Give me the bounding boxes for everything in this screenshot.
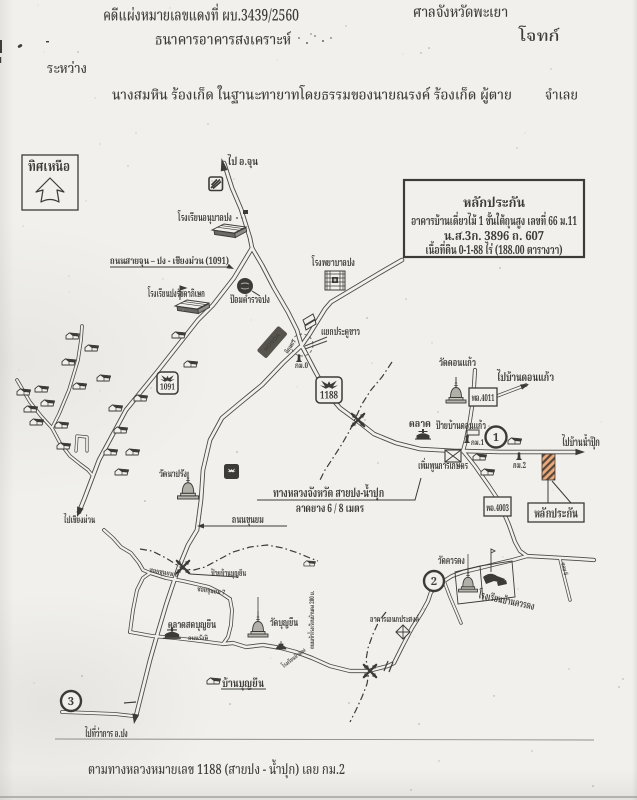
svg-text:จำเลย: จำเลย (545, 85, 578, 108)
svg-text:ซอยขุนยม 7: ซอยขุนยม 7 (196, 584, 225, 599)
svg-text:1: 1 (493, 429, 499, 447)
svg-text:ไป อ.จุน: ไป อ.จุน (228, 154, 259, 171)
svg-text:แยกประตูขาว: แยกประตูขาว (321, 324, 360, 341)
svg-text:3: 3 (68, 693, 74, 711)
svg-text:หลักประกัน: หลักประกัน (534, 506, 579, 525)
svg-text:วัดควรดง: วัดควรดง (438, 553, 465, 570)
svg-text:ซอย 6: ซอย 6 (557, 562, 569, 577)
svg-text:วัดบุญยืน: วัดบุญยืน (270, 615, 299, 632)
svg-text:ถนนสายจุน – ปง - เชียงม่วน (10: ถนนสายจุน – ปง - เชียงม่วน (1091) (110, 254, 229, 270)
svg-text:ทางหลวงจังหวัด สายปง-น้ำปุก: ทางหลวงจังหวัด สายปง-น้ำปุก (273, 483, 384, 504)
svg-text:ซอยขุนยม 6: ซอยขุนยม 6 (148, 565, 179, 581)
svg-text:ถนนขุนยม: ถนนขุนยม (232, 512, 264, 529)
svg-text:พอ.4011: พอ.4011 (472, 392, 495, 407)
svg-text:ศาลจังหวัดพะเยา: ศาลจังหวัดพะเยา (413, 2, 508, 26)
svg-text:ระหว่าง: ระหว่าง (47, 58, 87, 81)
svg-text:โรงพยาบาลปง: โรงพยาบาลปง (312, 255, 355, 272)
svg-text:ตึกแถว: ตึกแถว (283, 338, 299, 356)
svg-text:กม.2: กม.2 (513, 459, 526, 473)
svg-text:กม.1: กม.1 (471, 437, 484, 450)
svg-text:ไปที่ว่าการ อ.ปง: ไปที่ว่าการ อ.ปง (84, 725, 128, 743)
svg-text:วัดนาปรัง: วัดนาปรัง (159, 467, 187, 483)
svg-text:2: 2 (431, 573, 437, 591)
svg-text:ไปบ้านดอนแก้ว: ไปบ้านดอนแก้ว (496, 368, 554, 388)
svg-text:บ้านบุญยืน: บ้านบุญยืน (222, 676, 265, 694)
svg-text:อาคารเอนกประสงค์: อาคารเอนกประสงค์ (370, 612, 420, 627)
svg-text:น.ส.3ก. 3896 ถ. 607: น.ส.3ก. 3896 ถ. 607 (444, 227, 544, 247)
svg-text:เพิ่มพูนการเกษตร: เพิ่มพูนการเกษตร (418, 457, 468, 475)
svg-text:ถนนรังษี: ถนนรังษี (188, 635, 209, 644)
svg-text:ไปบ้านน้ำปุ๊ก: ไปบ้านน้ำปุ๊ก (561, 433, 600, 453)
svg-text:ป้ายบ้านดอนแก้ว: ป้ายบ้านดอนแก้ว (436, 418, 486, 435)
svg-text:ป้อมตำรวจปง: ป้อมตำรวจปง (230, 292, 270, 309)
svg-text:นางสมหิน ร้องเก็ด ในฐานะทายาทโ: นางสมหิน ร้องเก็ด ในฐานะทายาทโดยธรรมของน… (112, 85, 512, 108)
svg-text:เนื้อที่ดิน 0-1-88 ไร่ (188.00: เนื้อที่ดิน 0-1-88 ไร่ (188.00 ตารางวา) (426, 240, 563, 261)
svg-text:โรงเรียนปงรัชดาภิเษก: โรงเรียนปงรัชดาภิเษก (148, 286, 205, 303)
svg-text:อาคารบ้านเดี่ยวไม้ 1 ชั้นใต้ถุ: อาคารบ้านเดี่ยวไม้ 1 ชั้นใต้ถุนสูง เลขที… (411, 211, 577, 232)
svg-text:ลาดยาง 6 / 8 เมตร: ลาดยาง 6 / 8 เมตร (296, 501, 364, 519)
svg-text:โจทก์: โจทก์ (518, 25, 560, 50)
svg-text:โรงเรียนอนุบาลปง: โรงเรียนอนุบาลปง (178, 210, 232, 227)
svg-text:ตลาด: ตลาด (409, 416, 431, 433)
svg-text:ป้ายบ้านบุญยืน: ป้ายบ้านบุญยืน (211, 566, 247, 581)
svg-text:ตามทางหลวงหมายเลข 1188 (สายปง: ตามทางหลวงหมายเลข 1188 (สายปง - น้ำปุก) … (88, 759, 345, 782)
svg-text:ทิศเหนือ: ทิศเหนือ (28, 157, 70, 179)
svg-text:คดีแผ่งหมายเลขแดงที่ ผบ.3439/2: คดีแผ่งหมายเลขแดงที่ ผบ.3439/2560 (103, 4, 299, 30)
svg-text:1091: 1091 (160, 381, 175, 395)
svg-text:กม.0: กม.0 (295, 360, 308, 373)
svg-text:หลักประกัน: หลักประกัน (463, 194, 526, 215)
svg-text:ถนนเข้าโรงเรียนบ้านดง 200 ม.: ถนนเข้าโรงเรียนบ้านดง 200 ม. (307, 591, 318, 650)
svg-text:ตลาดสดบุญยืน: ตลาดสดบุญยืน (168, 617, 217, 634)
svg-text:โรงเรียนบ้านควรดง: โรงเรียนบ้านควรดง (477, 587, 536, 615)
svg-text:วัดดอนแก้ว: วัดดอนแก้ว (439, 355, 476, 372)
svg-text:พอ.4003: พอ.4003 (486, 502, 509, 517)
svg-text:ไปเชียงม่วน: ไปเชียงม่วน (63, 514, 95, 529)
svg-text:1188: 1188 (320, 388, 338, 405)
svg-text:ธนาคารอาคารสงเคราะห์: ธนาคารอาคารสงเคราะห์ (155, 30, 291, 54)
